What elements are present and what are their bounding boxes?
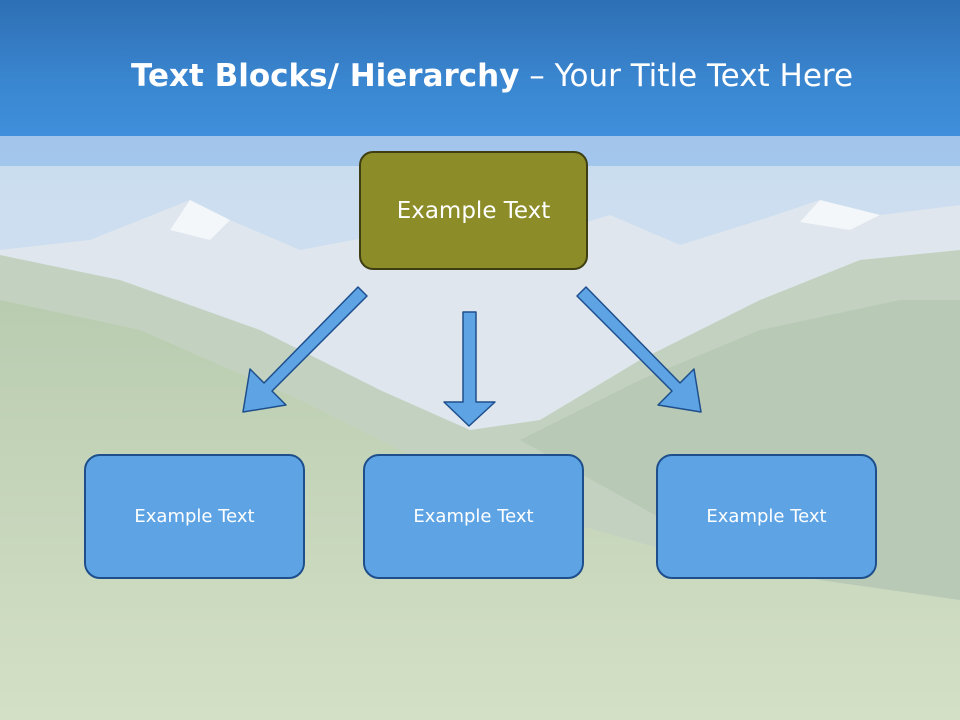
child-text-block-right-label: Example Text	[706, 506, 827, 527]
title-bar	[0, 0, 960, 136]
child-text-block-left: Example Text	[84, 454, 305, 579]
slide-title-dash: –	[519, 58, 555, 94]
slide-title-rest: Your Title Text Here	[554, 58, 854, 94]
child-text-block-right: Example Text	[656, 454, 877, 579]
child-text-block-center: Example Text	[363, 454, 584, 579]
slide-title-bold: Text Blocks/ Hierarchy	[130, 58, 520, 94]
child-text-block-left-label: Example Text	[134, 506, 255, 527]
arrow-down-center	[443, 311, 496, 427]
top-text-block-label: Example Text	[396, 197, 551, 224]
top-text-block: Example Text	[359, 151, 588, 270]
arrow-down-right	[576, 286, 702, 413]
child-text-block-center-label: Example Text	[413, 506, 534, 527]
slide-title: Text Blocks/ Hierarchy – Your Title Text…	[0, 52, 960, 100]
arrow-down-left	[242, 286, 368, 413]
